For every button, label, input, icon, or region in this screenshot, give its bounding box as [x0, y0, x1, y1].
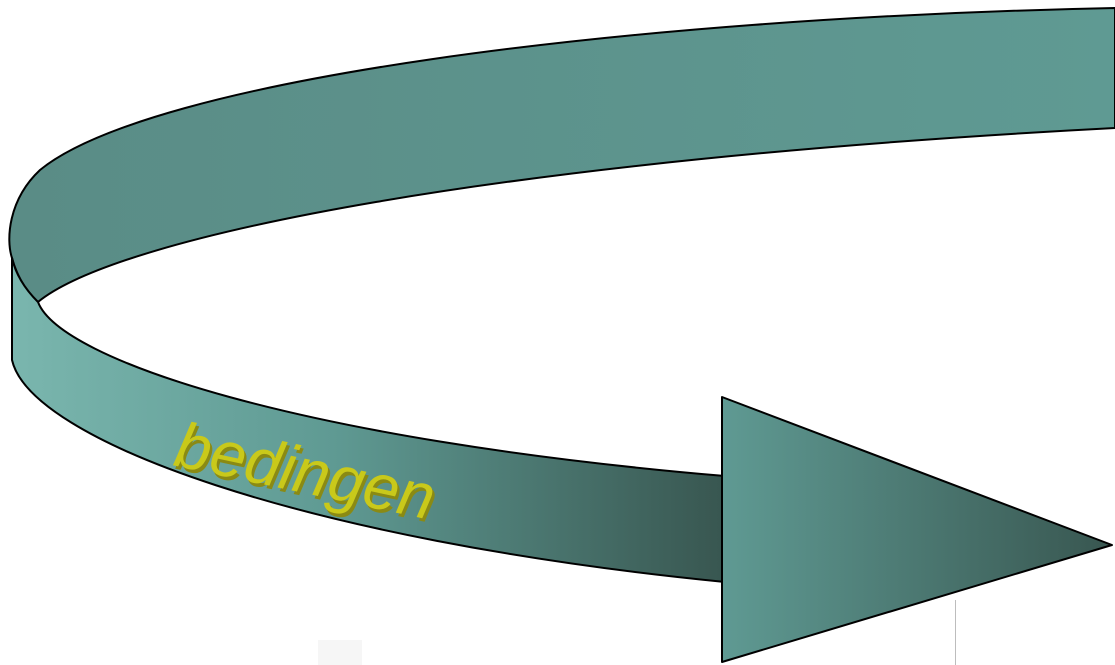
- arrow-band-front-face: [12, 258, 725, 582]
- arrow-head: [722, 397, 1112, 662]
- arrow-band-top-face: [9, 8, 1115, 302]
